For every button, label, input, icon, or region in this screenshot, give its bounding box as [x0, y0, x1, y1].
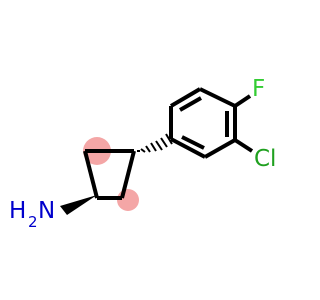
solid-wedge-bond [60, 195, 97, 215]
bond [170, 137, 206, 159]
hash [140, 148, 146, 153]
fluorine-label: F [252, 76, 265, 102]
hashed-wedge-bond [137, 133, 173, 153]
bond [83, 150, 99, 199]
bond [199, 87, 236, 108]
c-f-bond [233, 94, 252, 108]
amine-n-label: N [38, 198, 55, 224]
c-cl-bond [233, 138, 254, 153]
chlorine-label: Cl [254, 146, 276, 172]
double-bond-inner [179, 96, 202, 112]
bond [120, 150, 136, 199]
cyclobutane-ring [83, 149, 136, 200]
bond [204, 138, 236, 159]
double-bond-inner [181, 135, 205, 150]
hash [155, 140, 163, 151]
benzene-ring [169, 87, 237, 159]
hash [150, 142, 157, 152]
hash [145, 145, 151, 153]
amine-subscript: 2 [28, 213, 38, 231]
hash [160, 137, 168, 148]
amine-label: H 2 N [9, 198, 55, 231]
molecule-diagram: F Cl H 2 N [9, 76, 276, 231]
amine-h-label: H [9, 198, 26, 224]
bond [169, 87, 202, 108]
